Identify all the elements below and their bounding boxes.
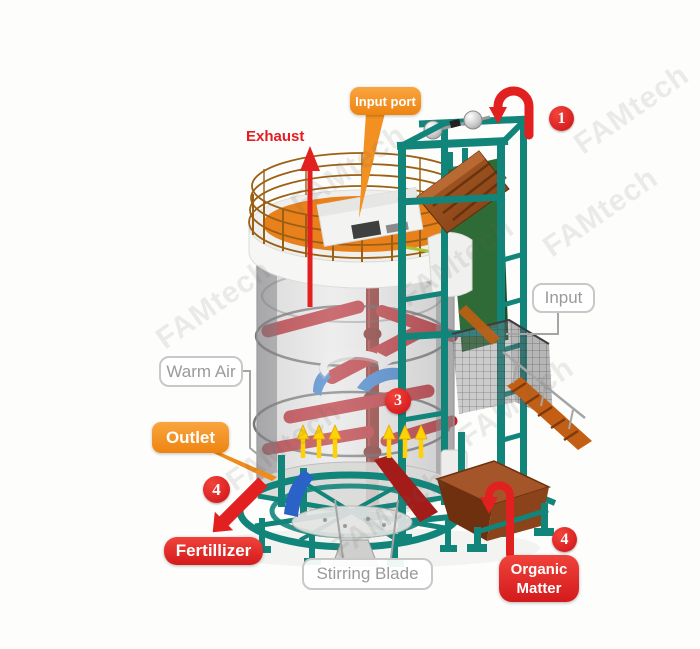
warm-air-label: Warm Air	[159, 356, 243, 387]
stirring-blade-connector	[334, 499, 344, 559]
warm-air-arrowhead	[398, 423, 412, 440]
input-label: Input	[532, 283, 595, 313]
discharge-blade-red	[374, 455, 438, 522]
frame-beam	[397, 193, 506, 206]
support-post	[278, 455, 285, 507]
warm-air-arrows	[296, 423, 428, 458]
stairs	[458, 305, 592, 450]
base-leg	[392, 534, 398, 562]
discharge-blade-blue	[284, 470, 314, 517]
plate-hole	[343, 524, 347, 528]
watermark-text: FAMtech	[537, 161, 664, 264]
stair-step	[537, 405, 553, 418]
organic-feed-arrowhead	[480, 497, 498, 514]
base-foot	[440, 545, 457, 552]
stand-leg	[541, 503, 548, 531]
base-leg	[259, 518, 265, 548]
outlet-pointer	[205, 449, 277, 481]
frame-rung	[402, 410, 445, 423]
stand-foot	[467, 544, 487, 552]
stair-step	[550, 417, 566, 430]
plate-hole	[382, 523, 386, 527]
perforated-plate	[291, 505, 413, 539]
label-connectors	[205, 113, 559, 559]
organic-matter-line1: Organic	[510, 560, 568, 578]
handrail-baluster	[568, 409, 574, 430]
organic-matter-line2: Matter	[516, 579, 562, 597]
stair-step	[511, 381, 527, 394]
stand-foot	[534, 528, 554, 536]
plate-hole	[366, 517, 370, 521]
frame-post-rear-right	[520, 119, 527, 508]
frame-beam-front-top	[396, 137, 509, 150]
base-frame	[236, 432, 465, 567]
drive-unit-motor	[351, 220, 382, 240]
frame-rung	[502, 296, 525, 308]
base-leg	[309, 532, 315, 560]
organic-feed-arrow	[485, 481, 514, 558]
warm-air-arrowhead	[296, 423, 310, 440]
pulley-block	[449, 118, 461, 129]
plate-hole	[323, 518, 327, 522]
stair-step	[524, 393, 540, 406]
warm-air-arrowhead	[328, 423, 342, 440]
elevator-hopper-rim	[417, 151, 485, 204]
stirring-blade-label: Stirring Blade	[302, 558, 433, 590]
tank-edge-left	[257, 256, 277, 488]
feed-loop-arrow	[493, 86, 534, 140]
hopper-slat	[442, 169, 500, 214]
step-3-badge: 3	[385, 388, 411, 414]
handrail-baluster	[512, 363, 518, 384]
stand-leg	[474, 527, 481, 547]
stirring-blade-connector	[390, 499, 399, 559]
stair-handrail	[502, 351, 586, 419]
frame-post-rear-left	[441, 120, 448, 505]
warm-air-connector	[242, 370, 269, 464]
frame-foot	[394, 534, 412, 543]
upper-stair-flight	[458, 305, 500, 345]
frame-rung	[502, 431, 525, 443]
warm-air-arrowhead	[382, 423, 396, 440]
drive-unit-top	[317, 187, 418, 217]
hopper-face-left	[437, 479, 492, 541]
outlet-label: Outlet	[152, 422, 229, 453]
base-leg	[445, 518, 451, 547]
support-post	[458, 432, 465, 482]
organic-matter-label: Organic Matter	[499, 555, 579, 602]
input-port-label: Input port	[350, 87, 421, 115]
exhaust-label: Exhaust	[246, 128, 305, 145]
fertilizer-label: Fertillizer	[164, 537, 263, 565]
step-4-outlet-badge: 4	[203, 476, 230, 503]
frame-rung	[402, 290, 445, 303]
input-connector	[506, 313, 559, 335]
step-4-input-badge: 4	[552, 527, 577, 552]
watermark-text: FAMtech	[568, 58, 695, 161]
basket-rim	[451, 318, 550, 345]
handrail-baluster	[540, 386, 546, 407]
stair-step	[563, 429, 579, 442]
fertilizer-out-arrow	[212, 477, 268, 533]
step-1-badge: 1	[549, 106, 574, 131]
flow-arrows	[212, 86, 534, 558]
input-port-pointer	[359, 113, 385, 218]
feed-loop-arrowhead	[489, 107, 507, 124]
input-basket	[451, 318, 553, 418]
lower-stair-stringer	[507, 377, 592, 450]
basket-face	[452, 320, 515, 414]
frame-rung	[502, 251, 525, 263]
warm-air-arrowhead	[312, 423, 326, 440]
warm-air-arrowhead	[414, 423, 428, 440]
hopper-face-right	[487, 487, 549, 541]
pulley-wheel	[463, 110, 483, 130]
exhaust-arrowhead	[300, 146, 320, 171]
